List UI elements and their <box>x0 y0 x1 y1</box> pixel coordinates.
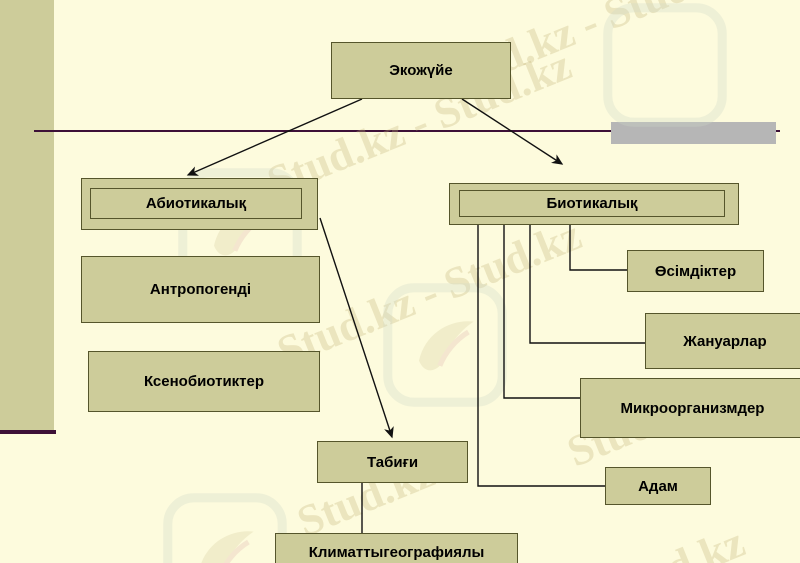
node-biotic[interactable]: Биотикалық <box>449 183 739 225</box>
node-anthropogenic[interactable]: Антропогенді <box>81 256 320 323</box>
left-band-underline <box>0 430 56 434</box>
node-xenobiotics[interactable]: Ксенобиотиктер <box>88 351 320 412</box>
node-root-label: Экожүйе <box>389 62 453 79</box>
node-animals[interactable]: Жануарлар <box>645 313 800 369</box>
node-abiotic-label: Абиотикалық <box>145 195 247 212</box>
horizontal-divider-rule <box>34 130 780 132</box>
accent-gray-bar <box>611 122 776 144</box>
node-plants[interactable]: Өсімдіктер <box>627 250 764 292</box>
node-root[interactable]: Экожүйе <box>331 42 511 99</box>
node-human-label: Адам <box>638 477 678 495</box>
node-human[interactable]: Адам <box>605 467 711 505</box>
left-decorative-band <box>0 0 54 432</box>
node-climate-geographic[interactable]: Климаттыгеографиялы <box>275 533 518 563</box>
node-root-inner: Экожүйе <box>331 42 511 99</box>
node-plants-label: Өсімдіктер <box>654 262 737 280</box>
node-abiotic[interactable]: Абиотикалық <box>81 178 318 230</box>
node-microorganisms-label: Микроорганизмдер <box>620 399 765 417</box>
node-abiotic-inner: Абиотикалық <box>90 188 302 219</box>
node-biotic-label: Биотикалық <box>546 195 638 212</box>
node-natural-label: Табиғи <box>366 453 419 471</box>
node-natural[interactable]: Табиғи <box>317 441 468 483</box>
node-animals-label: Жануарлар <box>683 332 767 350</box>
node-biotic-inner: Биотикалық <box>459 190 725 217</box>
node-anthropogenic-label: Антропогенді <box>149 281 252 298</box>
node-climate-geographic-label: Климаттыгеографиялы <box>308 543 485 561</box>
node-microorganisms[interactable]: Микроорганизмдер <box>580 378 800 438</box>
node-xenobiotics-label: Ксенобиотиктер <box>143 373 265 390</box>
